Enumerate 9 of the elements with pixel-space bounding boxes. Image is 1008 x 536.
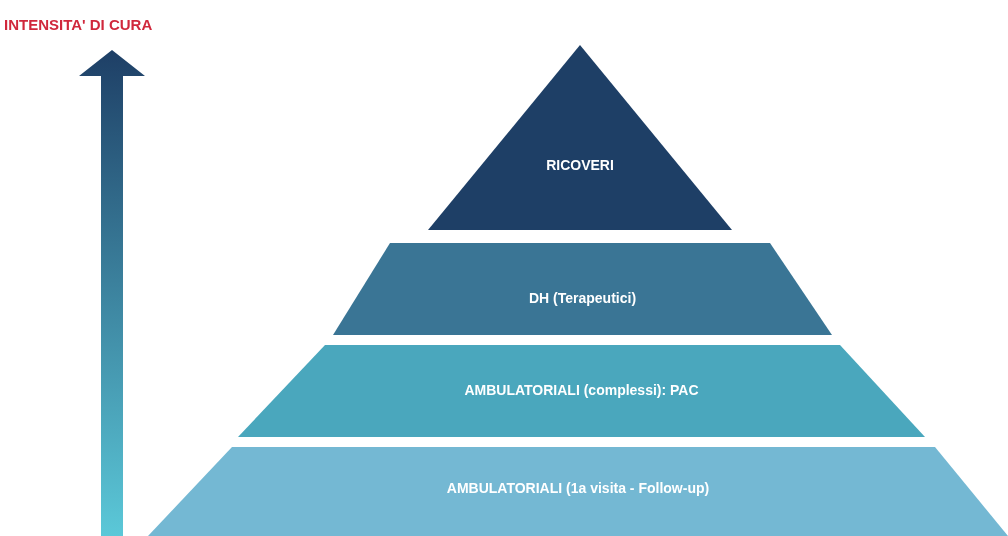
- pyramid-tier: [333, 243, 832, 335]
- pyramid-apex: [428, 45, 732, 230]
- tier-label: DH (Terapeutici): [528, 290, 637, 306]
- tier-label: RICOVERI: [546, 157, 614, 173]
- pyramid-tier: [238, 345, 925, 437]
- tier-label: AMBULATORIALI (complessi): PAC: [464, 382, 699, 398]
- tier-label: AMBULATORIALI (1a visita - Follow-up): [446, 480, 710, 496]
- pyramid-tier: [148, 447, 1008, 536]
- axis-label: INTENSITA' DI CURA: [4, 16, 153, 33]
